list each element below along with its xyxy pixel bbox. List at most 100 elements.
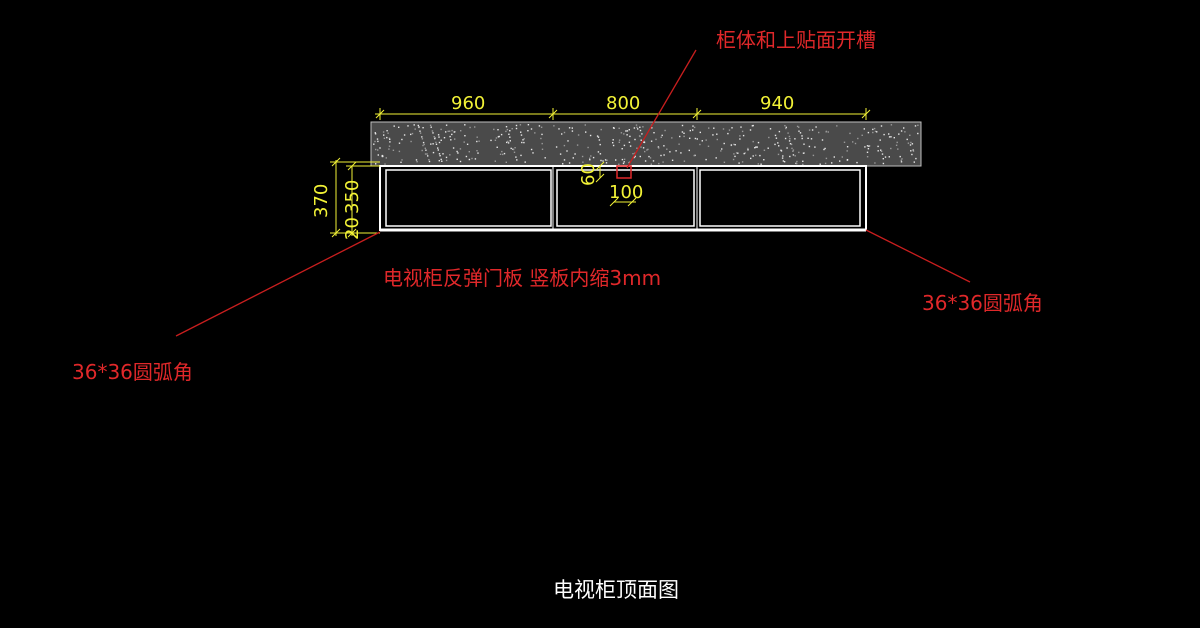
corner-note-left: 36*36圆弧角 [72,360,193,384]
speckle [810,138,813,140]
speckle [751,125,754,127]
speckle [796,125,799,128]
speckle [508,133,510,135]
speckle [456,158,458,160]
speckle [454,138,456,140]
speckle [437,147,439,149]
speckle [505,161,507,163]
speckle [414,128,416,130]
speckle [515,124,518,127]
drawing-title: 电视柜顶面图 [553,578,679,602]
speckle [692,129,694,131]
slot-mark [616,165,632,179]
speckle [841,156,843,158]
speckle [398,126,400,128]
speckle [625,130,627,132]
speckle [780,150,783,152]
speckle [803,152,805,154]
speckle [506,141,508,144]
speckle [388,137,391,139]
speckle [643,141,646,144]
speckle [558,128,560,130]
speckle [445,124,448,126]
speckle [432,143,434,145]
speckle [660,154,662,157]
speckle [555,146,558,148]
speckle [798,130,800,132]
speckle [544,157,546,159]
speckle [389,138,391,140]
speckle [754,147,756,149]
speckle [774,143,776,146]
dim-depth-370: 370 [311,183,332,218]
speckle [435,143,438,145]
speckle [612,144,615,147]
speckle [421,138,424,140]
speckle [890,147,892,150]
speckle [501,150,503,153]
speckle [437,149,439,151]
leader-lines [175,49,971,337]
speckle [747,147,749,150]
speckle [863,128,865,130]
speckle [438,160,440,162]
speckle [401,159,403,161]
speckle [599,143,601,146]
speckle [418,126,420,128]
speckle [590,155,592,157]
speckle [438,153,441,155]
speckle [877,150,879,152]
speckle [802,163,804,166]
speckle [917,124,919,126]
speckle [534,132,536,134]
speckle [675,150,677,152]
speckle [888,136,891,138]
speckle [825,131,827,133]
speckle [477,152,479,154]
speckle [383,137,386,139]
speckle [507,142,510,144]
speckle [791,147,793,150]
speckle [589,134,592,137]
speckle [432,151,435,154]
speckle [653,132,655,134]
speckle [912,150,915,152]
speckle [524,161,526,163]
speckle [911,143,914,145]
speckle [515,156,517,158]
speckle [509,136,511,138]
speckle [740,126,742,128]
speckle [596,135,599,137]
speckle [782,155,784,157]
speckle [739,135,741,137]
speckle [490,139,492,142]
speckle [694,137,697,140]
speckle [459,148,462,150]
speckle [622,162,625,165]
speckle [419,130,421,132]
speckle [612,127,615,129]
speckle [769,128,772,130]
speckle [737,152,739,154]
speckle [846,159,849,161]
speckle [629,145,632,147]
speckle [899,155,901,158]
speckle [375,163,377,165]
speckle [732,158,735,161]
speckle [693,154,695,157]
speckle [592,156,595,159]
speckle [715,157,717,159]
speckle [541,142,543,145]
speckle [424,153,427,155]
speckle [671,159,674,161]
speckle [640,146,642,148]
speckle [597,151,600,153]
cabinet-body [379,165,867,232]
speckle [910,141,912,144]
speckle [457,152,459,154]
speckle [796,160,798,163]
speckle [741,130,744,133]
speckle [680,152,682,154]
speckle [721,148,723,150]
speckle [679,135,681,138]
